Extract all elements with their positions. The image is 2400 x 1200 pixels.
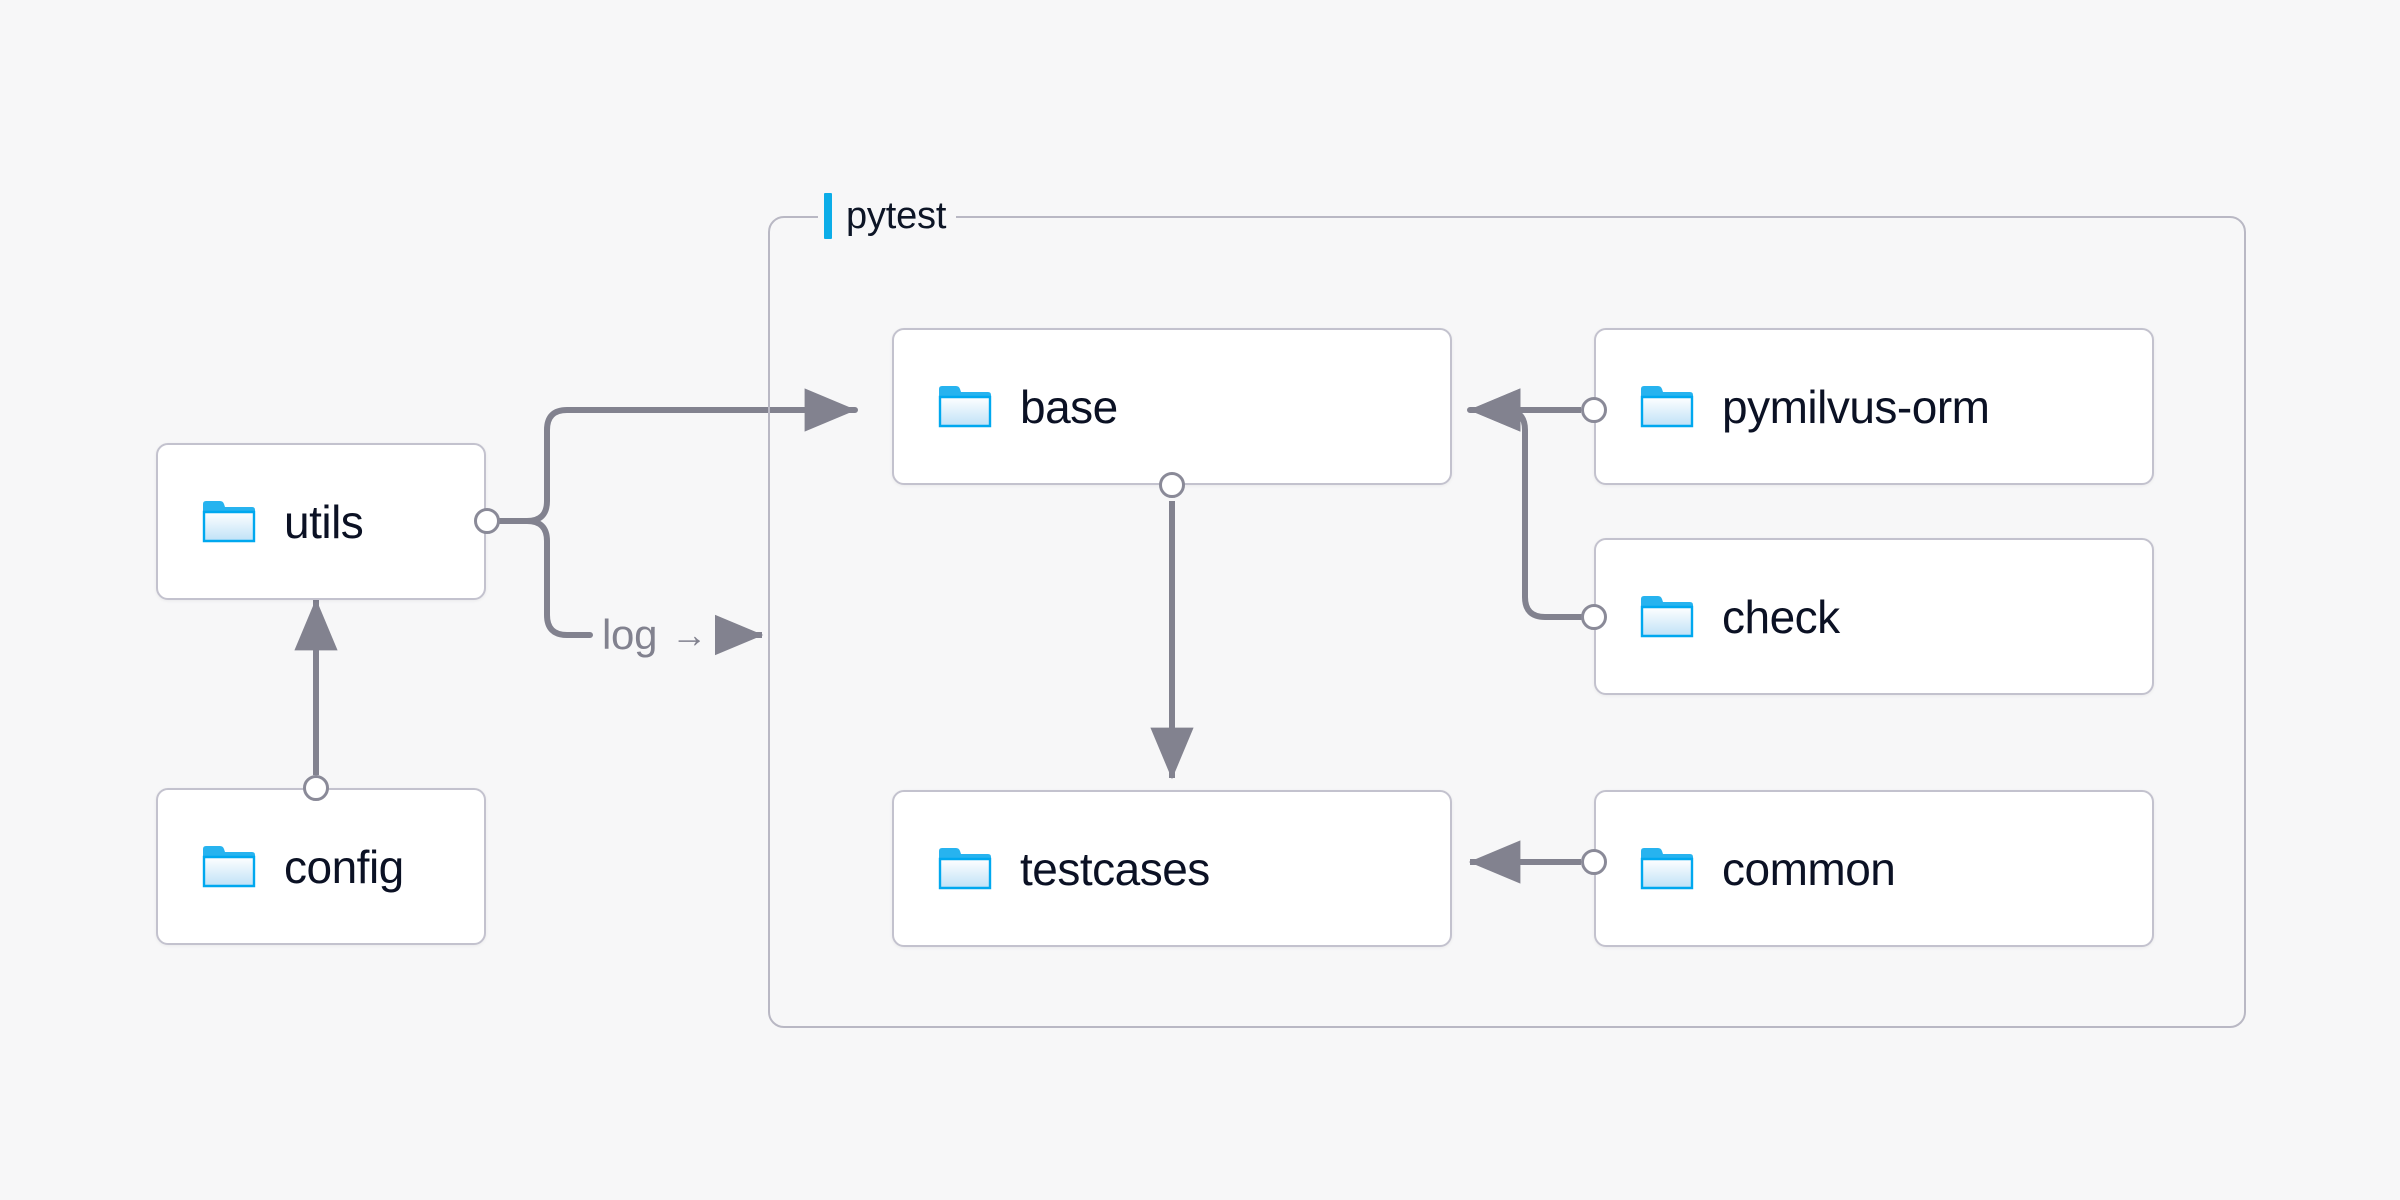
edge-utils-to-log [484, 518, 593, 638]
folder-icon [1640, 595, 1694, 637]
node-base[interactable]: base [892, 328, 1452, 485]
group-pytest[interactable] [768, 216, 2246, 1028]
node-pymilvus-orm-label: pymilvus-orm [1722, 380, 1990, 433]
node-common-label: common [1722, 842, 1896, 895]
folder-icon [202, 500, 256, 542]
group-pytest-label-text: pytest [846, 195, 947, 237]
node-check-label: check [1722, 590, 1840, 643]
port-config-top[interactable] [303, 775, 329, 801]
port-base-bottom[interactable] [1159, 472, 1185, 498]
folder-icon [938, 847, 992, 889]
node-common[interactable]: common [1594, 790, 2154, 947]
node-testcases[interactable]: testcases [892, 790, 1452, 947]
folder-icon [938, 385, 992, 427]
node-config-label: config [284, 840, 404, 893]
arrow-right-icon: → [671, 614, 708, 655]
folder-icon [1640, 847, 1694, 889]
node-pymilvus-orm[interactable]: pymilvus-orm [1594, 328, 2154, 485]
edge-label-log-text: log [602, 611, 658, 658]
node-config[interactable]: config [156, 788, 486, 945]
port-pymilvus-orm-left[interactable] [1581, 397, 1607, 423]
folder-icon [202, 845, 256, 887]
port-check-left[interactable] [1581, 604, 1607, 630]
group-accent-bar [824, 193, 832, 239]
node-utils[interactable]: utils [156, 443, 486, 600]
node-base-label: base [1020, 380, 1118, 433]
port-utils-right[interactable] [474, 508, 500, 534]
node-testcases-label: testcases [1020, 842, 1210, 895]
group-pytest-label: pytest [818, 190, 957, 242]
port-common-left[interactable] [1581, 849, 1607, 875]
node-check[interactable]: check [1594, 538, 2154, 695]
edge-label-log: log → [594, 609, 716, 661]
folder-icon [1640, 385, 1694, 427]
node-utils-label: utils [284, 495, 364, 548]
